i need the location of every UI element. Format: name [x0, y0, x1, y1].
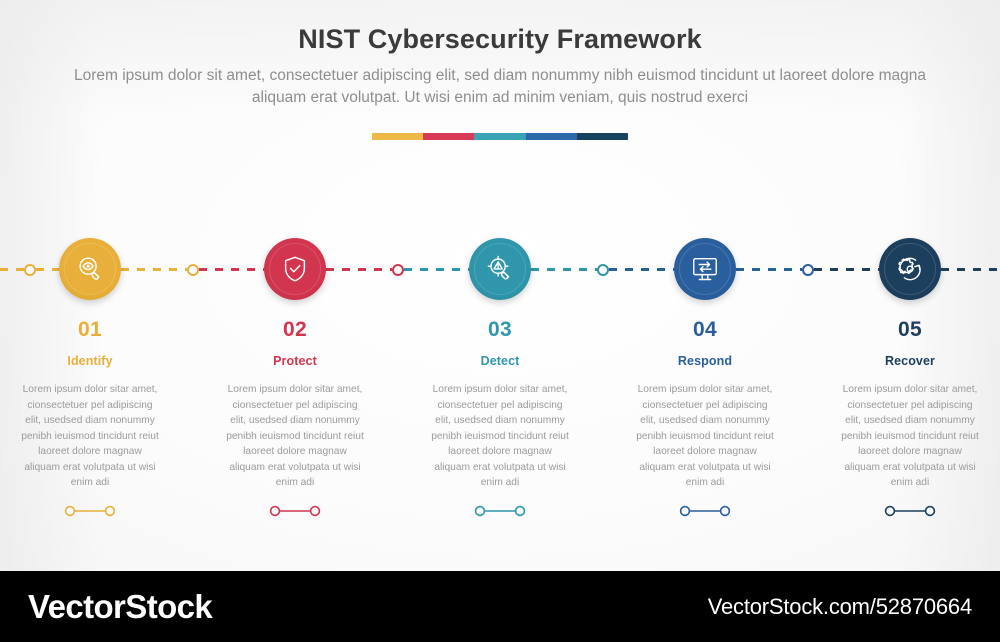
- timeline-dash-segment: [35, 268, 59, 271]
- timeline-joint-dot: [596, 263, 609, 276]
- step-description: Lorem ipsum dolor sitar amet, cionsectet…: [841, 384, 979, 488]
- step-number: 01: [78, 318, 102, 341]
- timeline-dash-segment: [403, 268, 469, 271]
- timeline-dash-segment: [941, 268, 1000, 271]
- step-description: Lorem ipsum dolor sitar amet, cionsectet…: [226, 384, 364, 488]
- timeline-dash-segment: [813, 268, 879, 271]
- magnifier-alert-icon: [485, 254, 515, 284]
- timeline-dash-segment: [326, 268, 392, 271]
- timeline-dash-segment: [531, 268, 597, 271]
- timeline-joint-dot: [391, 263, 404, 276]
- step-description: Lorem ipsum dolor sitar amet, cionsectet…: [431, 384, 569, 488]
- timeline-joint-dot: [186, 263, 199, 276]
- step-label: Identify: [67, 354, 113, 368]
- timeline-joint-dot: [801, 263, 814, 276]
- header: NIST Cybersecurity Framework Lorem ipsum…: [0, 24, 1000, 109]
- timeline-dash-segment: [736, 268, 802, 271]
- step-dumbbell-marker: [474, 505, 526, 517]
- accent-bar-segment-5: [576, 133, 628, 140]
- step-label: Detect: [480, 354, 520, 368]
- accent-bar-segment-2: [423, 133, 475, 140]
- timeline-dash-segment: [121, 268, 187, 271]
- step-dumbbell-marker: [269, 505, 321, 517]
- monitor-exchange-icon: [690, 254, 720, 284]
- timeline-joint-dot: [23, 263, 36, 276]
- step-description: Lorem ipsum dolor sitar amet, cionsectet…: [21, 384, 159, 488]
- accent-bar-segment-3: [474, 133, 526, 140]
- step-label: Protect: [273, 354, 317, 368]
- timeline-dash-segment: [198, 268, 264, 271]
- accent-bar-segment-1: [372, 133, 424, 140]
- step-icon-bubble[interactable]: [59, 238, 121, 300]
- shield-check-icon: [280, 254, 310, 284]
- step-description: Lorem ipsum dolor sitar amet, cionsectet…: [636, 384, 774, 488]
- accent-bar-segment-4: [525, 133, 577, 140]
- watermark-footer: VectorStock VectorStock.com/52870664: [0, 571, 1000, 642]
- step-dumbbell-marker: [884, 505, 936, 517]
- timeline-axis: [0, 263, 1000, 276]
- accent-color-bar: [372, 133, 628, 140]
- step-number: 02: [283, 318, 307, 341]
- step-number: 05: [898, 318, 922, 341]
- magnifier-eye-icon: [75, 254, 105, 284]
- step-icon-bubble[interactable]: [674, 238, 736, 300]
- page-title: NIST Cybersecurity Framework: [298, 24, 702, 54]
- step-label: Respond: [677, 354, 733, 368]
- page-subtitle: Lorem ipsum dolor sit amet, consectetuer…: [73, 67, 927, 106]
- gear-refresh-icon: [895, 254, 925, 284]
- vectorstock-logo: VectorStock: [28, 587, 213, 625]
- timeline-dash-segment: [0, 268, 24, 271]
- step-dumbbell-marker: [64, 505, 116, 517]
- step-number: 03: [488, 318, 512, 341]
- step-label: Recover: [884, 354, 936, 368]
- step-icon-bubble[interactable]: [264, 238, 326, 300]
- vectorstock-url-code: VectorStock.com/52870664: [707, 593, 972, 619]
- step-number: 04: [693, 318, 717, 341]
- step-icon-bubble[interactable]: [879, 238, 941, 300]
- step-icon-bubble[interactable]: [469, 238, 531, 300]
- timeline-dash-segment: [608, 268, 674, 271]
- step-dumbbell-marker: [679, 505, 731, 517]
